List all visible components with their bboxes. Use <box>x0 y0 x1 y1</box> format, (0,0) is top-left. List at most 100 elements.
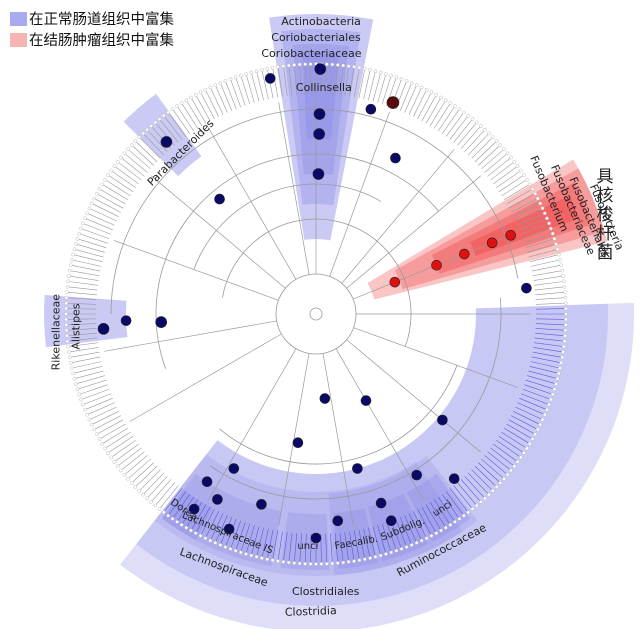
leaf-branch <box>404 515 417 543</box>
leaf-node <box>555 247 560 252</box>
leaf-node <box>414 540 419 545</box>
leaf-branch <box>131 462 155 484</box>
leaf-node <box>64 312 68 316</box>
leaf-node <box>72 247 77 252</box>
branch-spoke <box>322 353 354 526</box>
leaf-node <box>419 538 424 543</box>
leaf-branch <box>117 161 142 181</box>
leaf-node <box>549 397 553 402</box>
leaf-node <box>208 85 213 90</box>
leaf-branch <box>515 208 543 222</box>
clade-shade-lachnospiraceae-is <box>161 473 282 567</box>
leaf-node <box>97 187 102 191</box>
leaf-branch <box>413 89 427 117</box>
leaf-branch <box>524 384 553 395</box>
clade-shade-dorea <box>161 489 213 541</box>
leaf-node <box>373 554 378 559</box>
leaf-node <box>457 107 462 112</box>
leaf-node <box>175 104 179 108</box>
node-clade <box>521 282 532 294</box>
leaf-branch <box>467 133 490 156</box>
leaf-branch <box>395 518 407 548</box>
leaf-branch <box>266 529 274 560</box>
branch-spoke <box>278 102 310 275</box>
leaf-branch <box>139 469 161 491</box>
node-collinsella <box>314 63 327 75</box>
leaf-branch <box>381 75 392 105</box>
leaf-branch <box>155 482 175 506</box>
leaf-branch <box>353 67 360 98</box>
leaf-node <box>502 147 506 152</box>
leaf-node <box>487 492 491 497</box>
leaf-branch <box>487 157 512 177</box>
node-dorea <box>201 476 213 488</box>
leaf-node <box>518 455 523 460</box>
leaf-branch <box>66 332 97 337</box>
leaf-node <box>409 81 414 85</box>
leaf-node <box>538 201 543 206</box>
leaf-node <box>341 63 346 68</box>
leaf-branch <box>464 129 486 153</box>
leaf-node <box>559 360 564 365</box>
leaf-branch <box>477 462 501 484</box>
leaf-node <box>175 520 179 524</box>
leaf-branch <box>277 66 283 97</box>
leaf-node <box>545 407 549 412</box>
leaf-branch <box>68 347 99 353</box>
leaf-node <box>270 65 275 70</box>
leaf-branch <box>519 218 548 231</box>
branch-spoke <box>353 327 519 388</box>
leaf-branch <box>66 323 97 326</box>
leaf-node <box>404 79 409 83</box>
leaf-node <box>357 558 362 563</box>
leaf-branch <box>399 517 412 546</box>
leaf-branch <box>68 281 98 286</box>
leaf-node <box>330 62 335 67</box>
leaf-branch <box>490 447 515 467</box>
leaf-branch <box>498 174 525 193</box>
leaf-node <box>64 323 69 327</box>
leaf-branch <box>99 188 126 205</box>
leaf-node <box>448 522 453 527</box>
leaf-node <box>137 488 142 493</box>
clade-shade-clostridiales <box>136 303 608 607</box>
leaf-branch <box>529 365 559 374</box>
leaf-branch <box>299 64 302 95</box>
leaf-node <box>89 422 94 427</box>
leaf-node <box>560 355 565 360</box>
leaf-node <box>483 127 487 132</box>
leaf-node <box>314 562 318 566</box>
leaf-node <box>270 558 275 563</box>
node-clade <box>385 515 397 527</box>
legend: 在正常肠道组织中富集 在结肠肿瘤组织中富集 <box>10 8 174 50</box>
leaf-node <box>352 559 356 563</box>
leaf-branch <box>66 297 97 300</box>
leaf-branch <box>513 411 541 425</box>
leaf-branch <box>533 347 564 353</box>
leaf-branch <box>235 522 246 551</box>
node-clade <box>437 414 448 426</box>
leaf-node <box>77 231 82 236</box>
leaf-branch <box>114 443 139 463</box>
leaf-branch <box>79 384 108 395</box>
leaf-branch <box>460 479 482 503</box>
leaf-node <box>524 446 529 451</box>
leaf-node <box>429 533 434 538</box>
leaf-node <box>461 110 466 115</box>
leaf-branch <box>251 72 260 102</box>
leaf-branch <box>89 406 117 420</box>
label-coriobacteriaceae: Coriobacteriaceae <box>261 47 361 60</box>
leaf-node <box>453 104 457 108</box>
label-alistipes: Alistipes <box>69 303 82 349</box>
leaf-branch <box>530 361 561 369</box>
leaf-branch <box>200 92 215 119</box>
leaf-node <box>545 216 549 221</box>
leaf-branch <box>87 402 115 415</box>
leaf-branch <box>117 447 142 467</box>
clade-shade-actinobacteria <box>269 13 374 241</box>
leaf-branch <box>425 97 442 124</box>
leaf-branch <box>190 504 207 531</box>
node-clade <box>188 503 200 515</box>
leaf-branch <box>215 85 228 113</box>
